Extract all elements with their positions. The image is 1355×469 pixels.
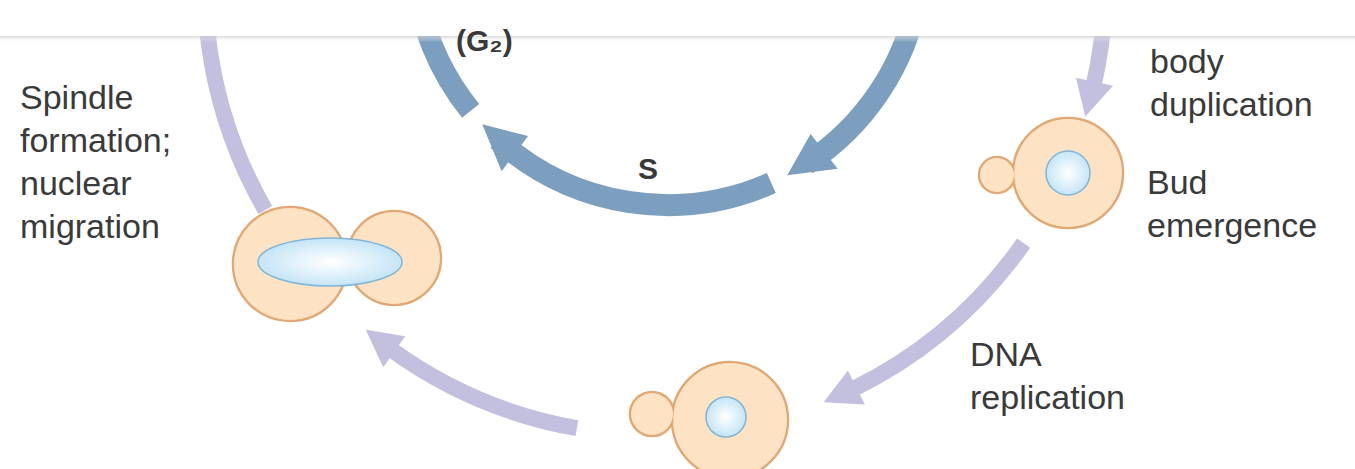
arrowhead — [824, 370, 865, 404]
yeast-cells — [233, 118, 1123, 469]
arrowhead — [787, 134, 837, 175]
phase-label: (G₂) — [456, 24, 576, 57]
top-band — [0, 0, 1355, 36]
yeast-cell — [630, 362, 788, 469]
band-shadow — [0, 36, 1355, 42]
cell-outline — [672, 362, 788, 469]
event-label: Spindle formation; nuclear migration — [20, 76, 200, 248]
phase-label: S — [638, 152, 678, 185]
event-arc — [390, 349, 576, 428]
arrowhead — [366, 330, 405, 367]
event-label: Bud emergence — [1147, 161, 1347, 247]
event-label: body duplication — [1150, 40, 1350, 126]
cytoplasm — [1014, 119, 1121, 226]
event-label: DNA replication — [970, 333, 1165, 419]
nucleus — [1046, 151, 1090, 195]
nucleus — [258, 238, 402, 286]
yeast-cell — [979, 118, 1123, 228]
phase-arc — [498, 140, 771, 205]
cytoplasm — [980, 158, 1013, 191]
cell-outline — [979, 157, 1015, 193]
cell-outline — [1013, 118, 1123, 228]
cell-outline — [630, 392, 674, 436]
arrowhead — [482, 124, 528, 171]
cytoplasm — [631, 393, 672, 434]
nucleus — [706, 397, 746, 437]
cytoplasm — [673, 363, 786, 469]
arrowhead — [1076, 78, 1113, 117]
yeast-cell — [233, 207, 441, 321]
